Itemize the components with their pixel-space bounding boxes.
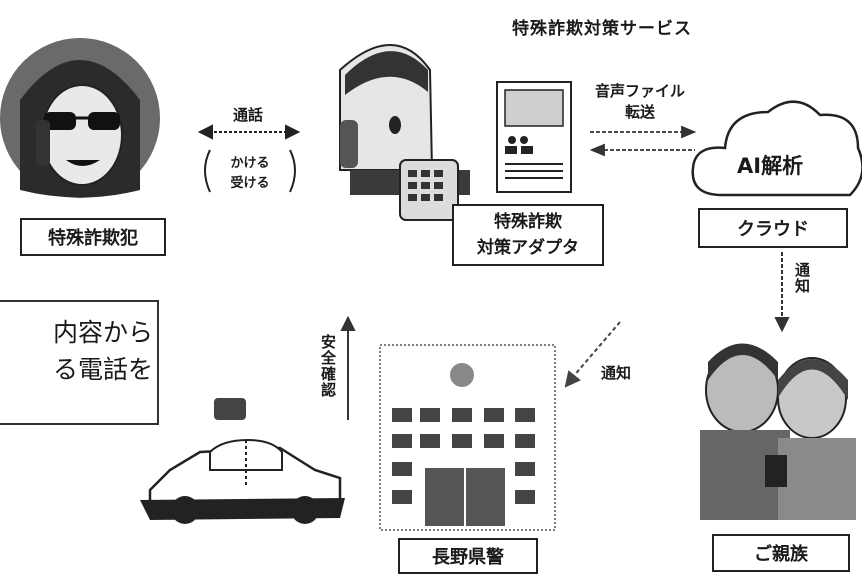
criminal-illustration: [0, 38, 160, 198]
transfer-label-line1: 音声ファイル: [594, 82, 685, 100]
notify-police-arrow: [564, 321, 621, 388]
call-sub-line1: かける: [230, 156, 270, 171]
callout-line2: る電話を: [52, 355, 153, 384]
page-title: 特殊詐欺対策サービス: [512, 19, 692, 39]
adapter-label-line2: 対策アダプタ: [477, 238, 579, 258]
family-illustration: [700, 343, 856, 520]
cloud-box: クラウド: [698, 208, 848, 248]
callout-box: 内容から る電話を: [0, 300, 159, 425]
cloud-shape: [691, 100, 862, 197]
police-label: 長野県警: [432, 547, 504, 568]
notify-family-arrow: [774, 252, 790, 333]
criminal-label: 特殊詐欺犯: [48, 228, 138, 249]
adapter-device: [496, 81, 572, 193]
caller-illustration: [339, 44, 470, 221]
call-label: 通話: [232, 106, 263, 124]
family-label: ご親族: [754, 544, 808, 565]
ai-analysis-label: AI解析: [737, 154, 804, 178]
family-box: ご親族: [712, 534, 850, 572]
police-car: [140, 398, 345, 524]
transfer-arrows: [589, 125, 697, 157]
cloud-label: クラウド: [737, 219, 809, 240]
transfer-label-line2: 転送: [624, 103, 655, 121]
call-arrow: [197, 124, 301, 140]
call-sub-bracket-right: [289, 149, 296, 193]
adapter-label-line1: 特殊詐欺: [494, 212, 562, 232]
safety-check-arrow: [340, 315, 356, 420]
criminal-box: 特殊詐欺犯: [20, 218, 166, 256]
notify-police-label: 通知: [600, 364, 631, 382]
police-building: [379, 344, 556, 531]
call-sub-bracket-left: [204, 149, 211, 193]
safety-check-label: 安全確認: [319, 334, 337, 398]
call-sub-line2: 受ける: [230, 176, 270, 191]
police-box: 長野県警: [398, 538, 538, 574]
notify-family-label: 通知: [793, 262, 811, 294]
adapter-box: 特殊詐欺 対策アダプタ: [452, 204, 604, 266]
callout-line1: 内容から: [52, 318, 153, 347]
